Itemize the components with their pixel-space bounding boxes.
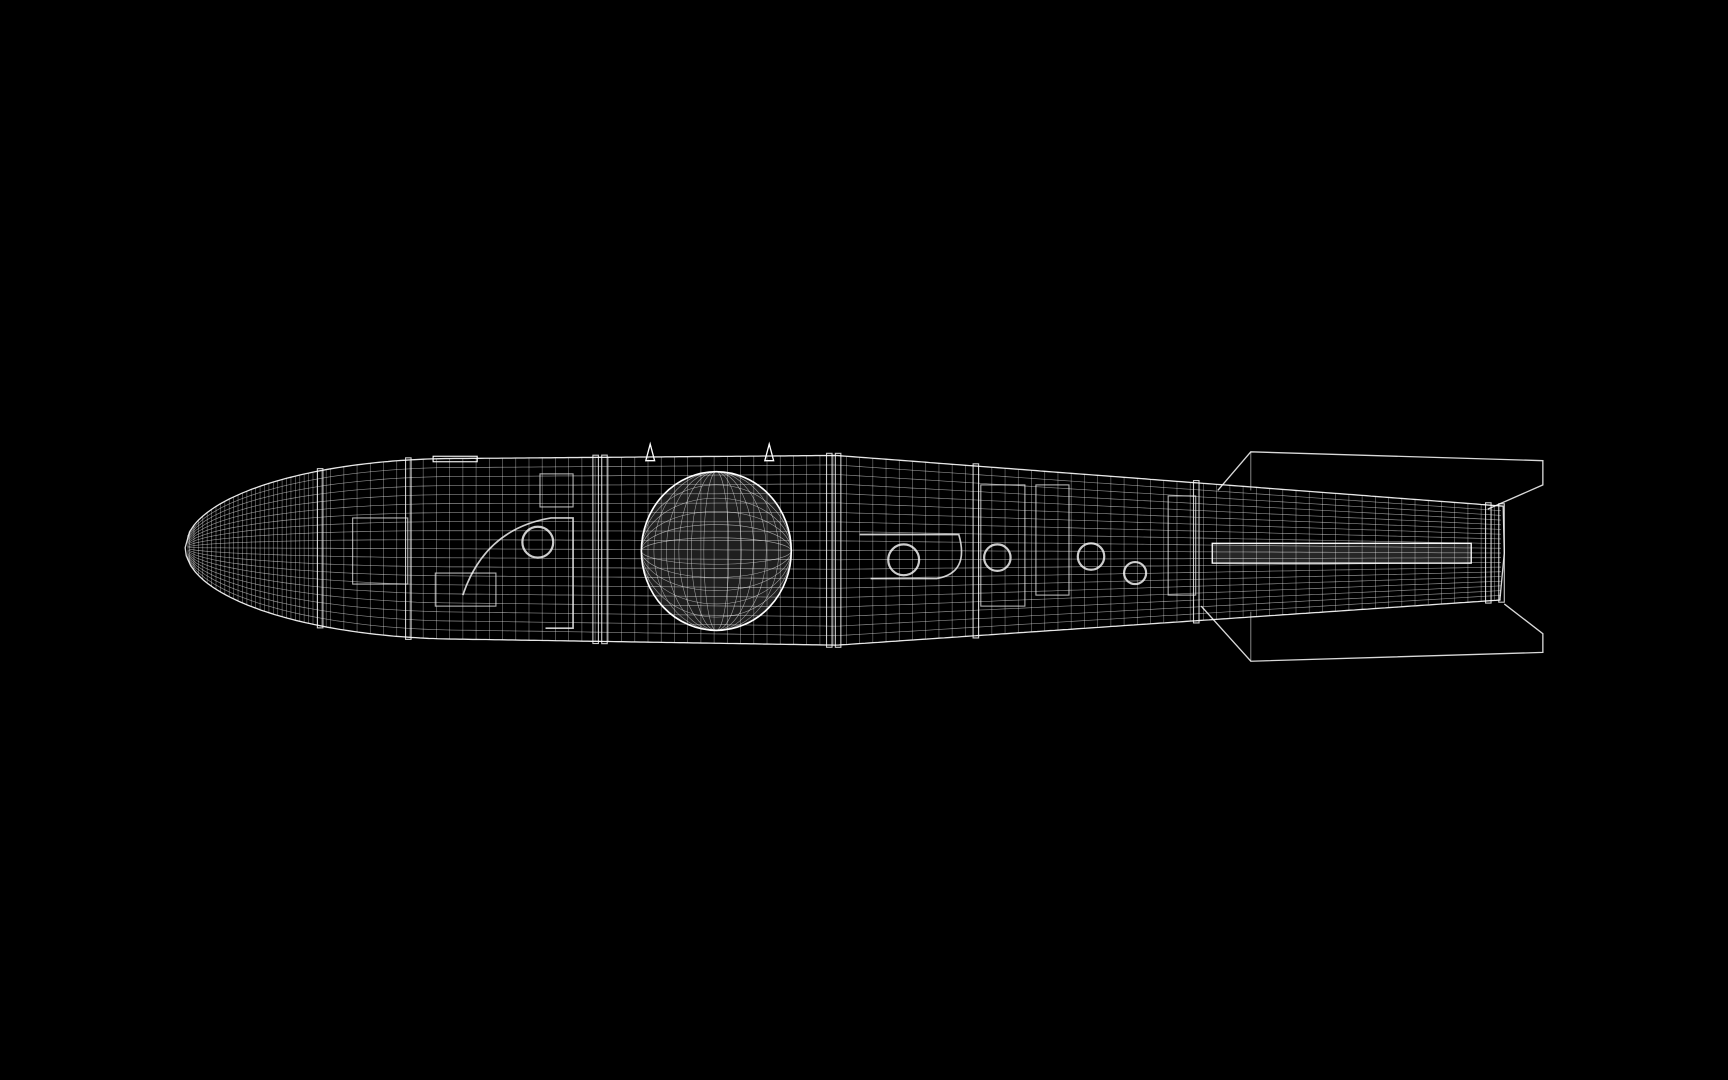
body-longitudinal-line [187,483,1501,541]
tank-parallel [641,484,792,618]
component-box [434,572,497,607]
component-box [1167,495,1197,596]
antenna [763,441,775,462]
body-longitudinal-line [187,502,1501,543]
body-longitudinal-line [187,493,1501,542]
valve [1122,560,1148,586]
valve [1076,542,1106,571]
bulkhead [834,452,842,648]
component-box [1035,484,1070,596]
rocket-fins [1200,451,1544,662]
bulkhead [972,463,980,639]
bulkhead [825,452,833,648]
hatch [432,455,478,463]
bulkhead [1192,480,1200,624]
component-box [980,484,1026,607]
bulkhead [601,454,608,645]
combustion-chamber [1211,542,1472,564]
bulkhead [592,454,599,645]
body-longitudinal-line [187,530,1501,546]
valve [887,543,921,577]
valve [983,543,1012,572]
bulkhead [405,457,412,640]
component-box [352,517,409,585]
bulkhead [316,468,324,629]
body-longitudinal-line [187,555,1501,617]
rocket-body [184,452,1505,648]
tank-sphere [640,470,793,632]
body-longitudinal-line [187,547,1501,554]
pipe [859,533,963,580]
body-longitudinal-line [187,550,1501,580]
tank-meridian [653,471,780,631]
body-longitudinal-line [187,548,1501,561]
valve [521,525,555,559]
body-longitudinal-line [187,512,1501,544]
component-box [539,473,574,508]
rocket-internals [352,441,1472,632]
antenna [644,441,656,462]
body-longitudinal-line [187,549,1501,570]
body-longitudinal-line [187,554,1501,608]
body-outline [184,454,1505,646]
body-longitudinal-line [187,539,1501,549]
bulkhead [1485,502,1492,604]
body-longitudinal-line [187,464,1502,538]
body-longitudinal-line [187,553,1501,598]
body-longitudinal-line [187,474,1502,539]
fin-upper [1217,451,1544,510]
body-longitudinal-line [187,557,1502,636]
fin-lower [1200,603,1544,662]
body-longitudinal-line [187,521,1501,545]
pipe [462,517,574,629]
body-longitudinal-line [187,556,1501,627]
